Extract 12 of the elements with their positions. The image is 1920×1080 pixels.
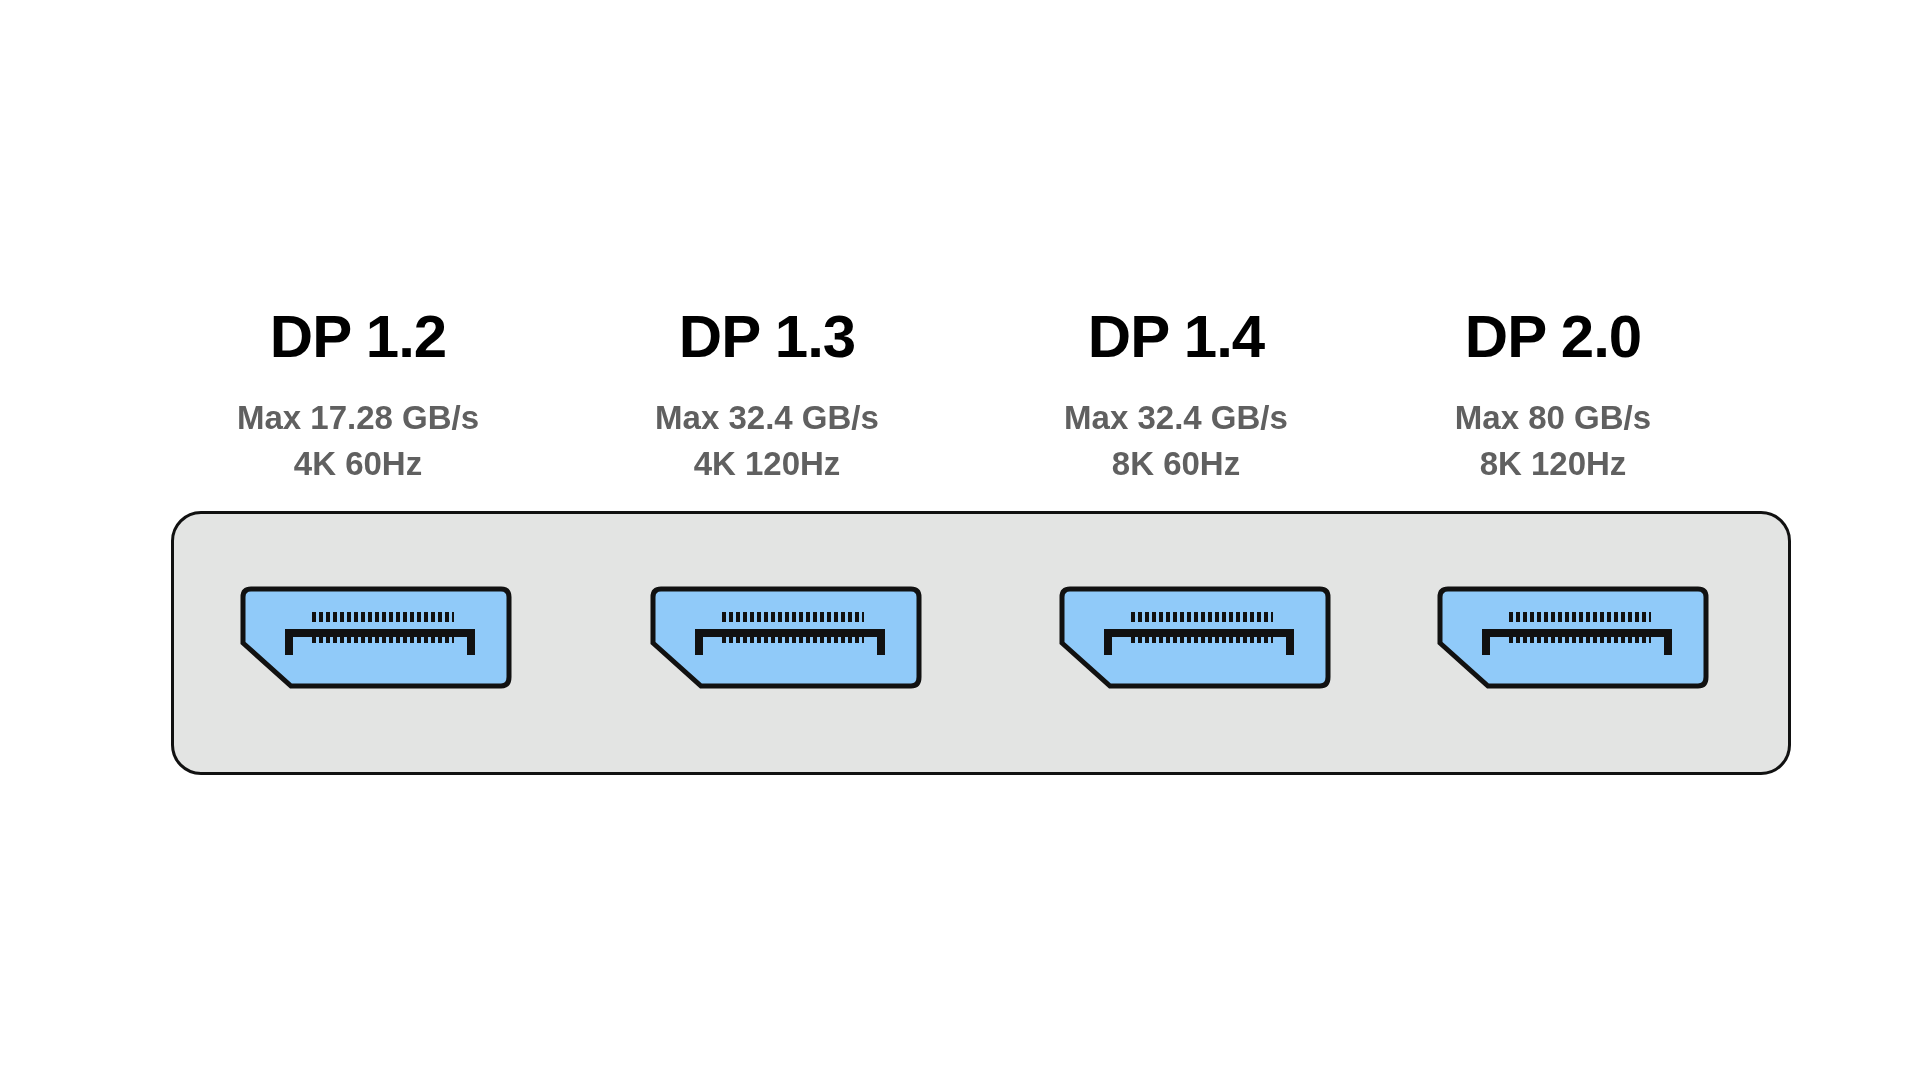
spec-text: 8K 60Hz bbox=[1111, 445, 1241, 483]
version-heading: DP 2.0 bbox=[1464, 301, 1642, 371]
spec-text: 4K 60Hz bbox=[293, 445, 423, 483]
spec-text: Max 32.4 GB/s bbox=[1064, 399, 1288, 437]
spec-text: Max 80 GB/s bbox=[1454, 399, 1652, 437]
spec-text: 4K 120Hz bbox=[693, 445, 841, 483]
version-heading: DP 1.4 bbox=[1087, 301, 1265, 371]
version-heading: DP 1.2 bbox=[269, 301, 447, 371]
spec-text: 8K 120Hz bbox=[1479, 445, 1627, 483]
version-heading: DP 1.3 bbox=[678, 301, 856, 371]
spec-text: Max 17.28 GB/s bbox=[236, 399, 480, 437]
spec-text: Max 32.4 GB/s bbox=[655, 399, 879, 437]
